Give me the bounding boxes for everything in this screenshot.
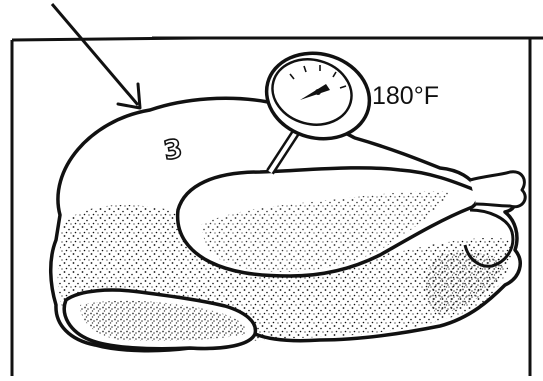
arrow-icon	[52, 4, 140, 108]
turkey-illustration: 3	[51, 98, 525, 350]
thermometer-reading: 180°F	[372, 82, 439, 110]
drumstick-bone	[470, 172, 525, 207]
